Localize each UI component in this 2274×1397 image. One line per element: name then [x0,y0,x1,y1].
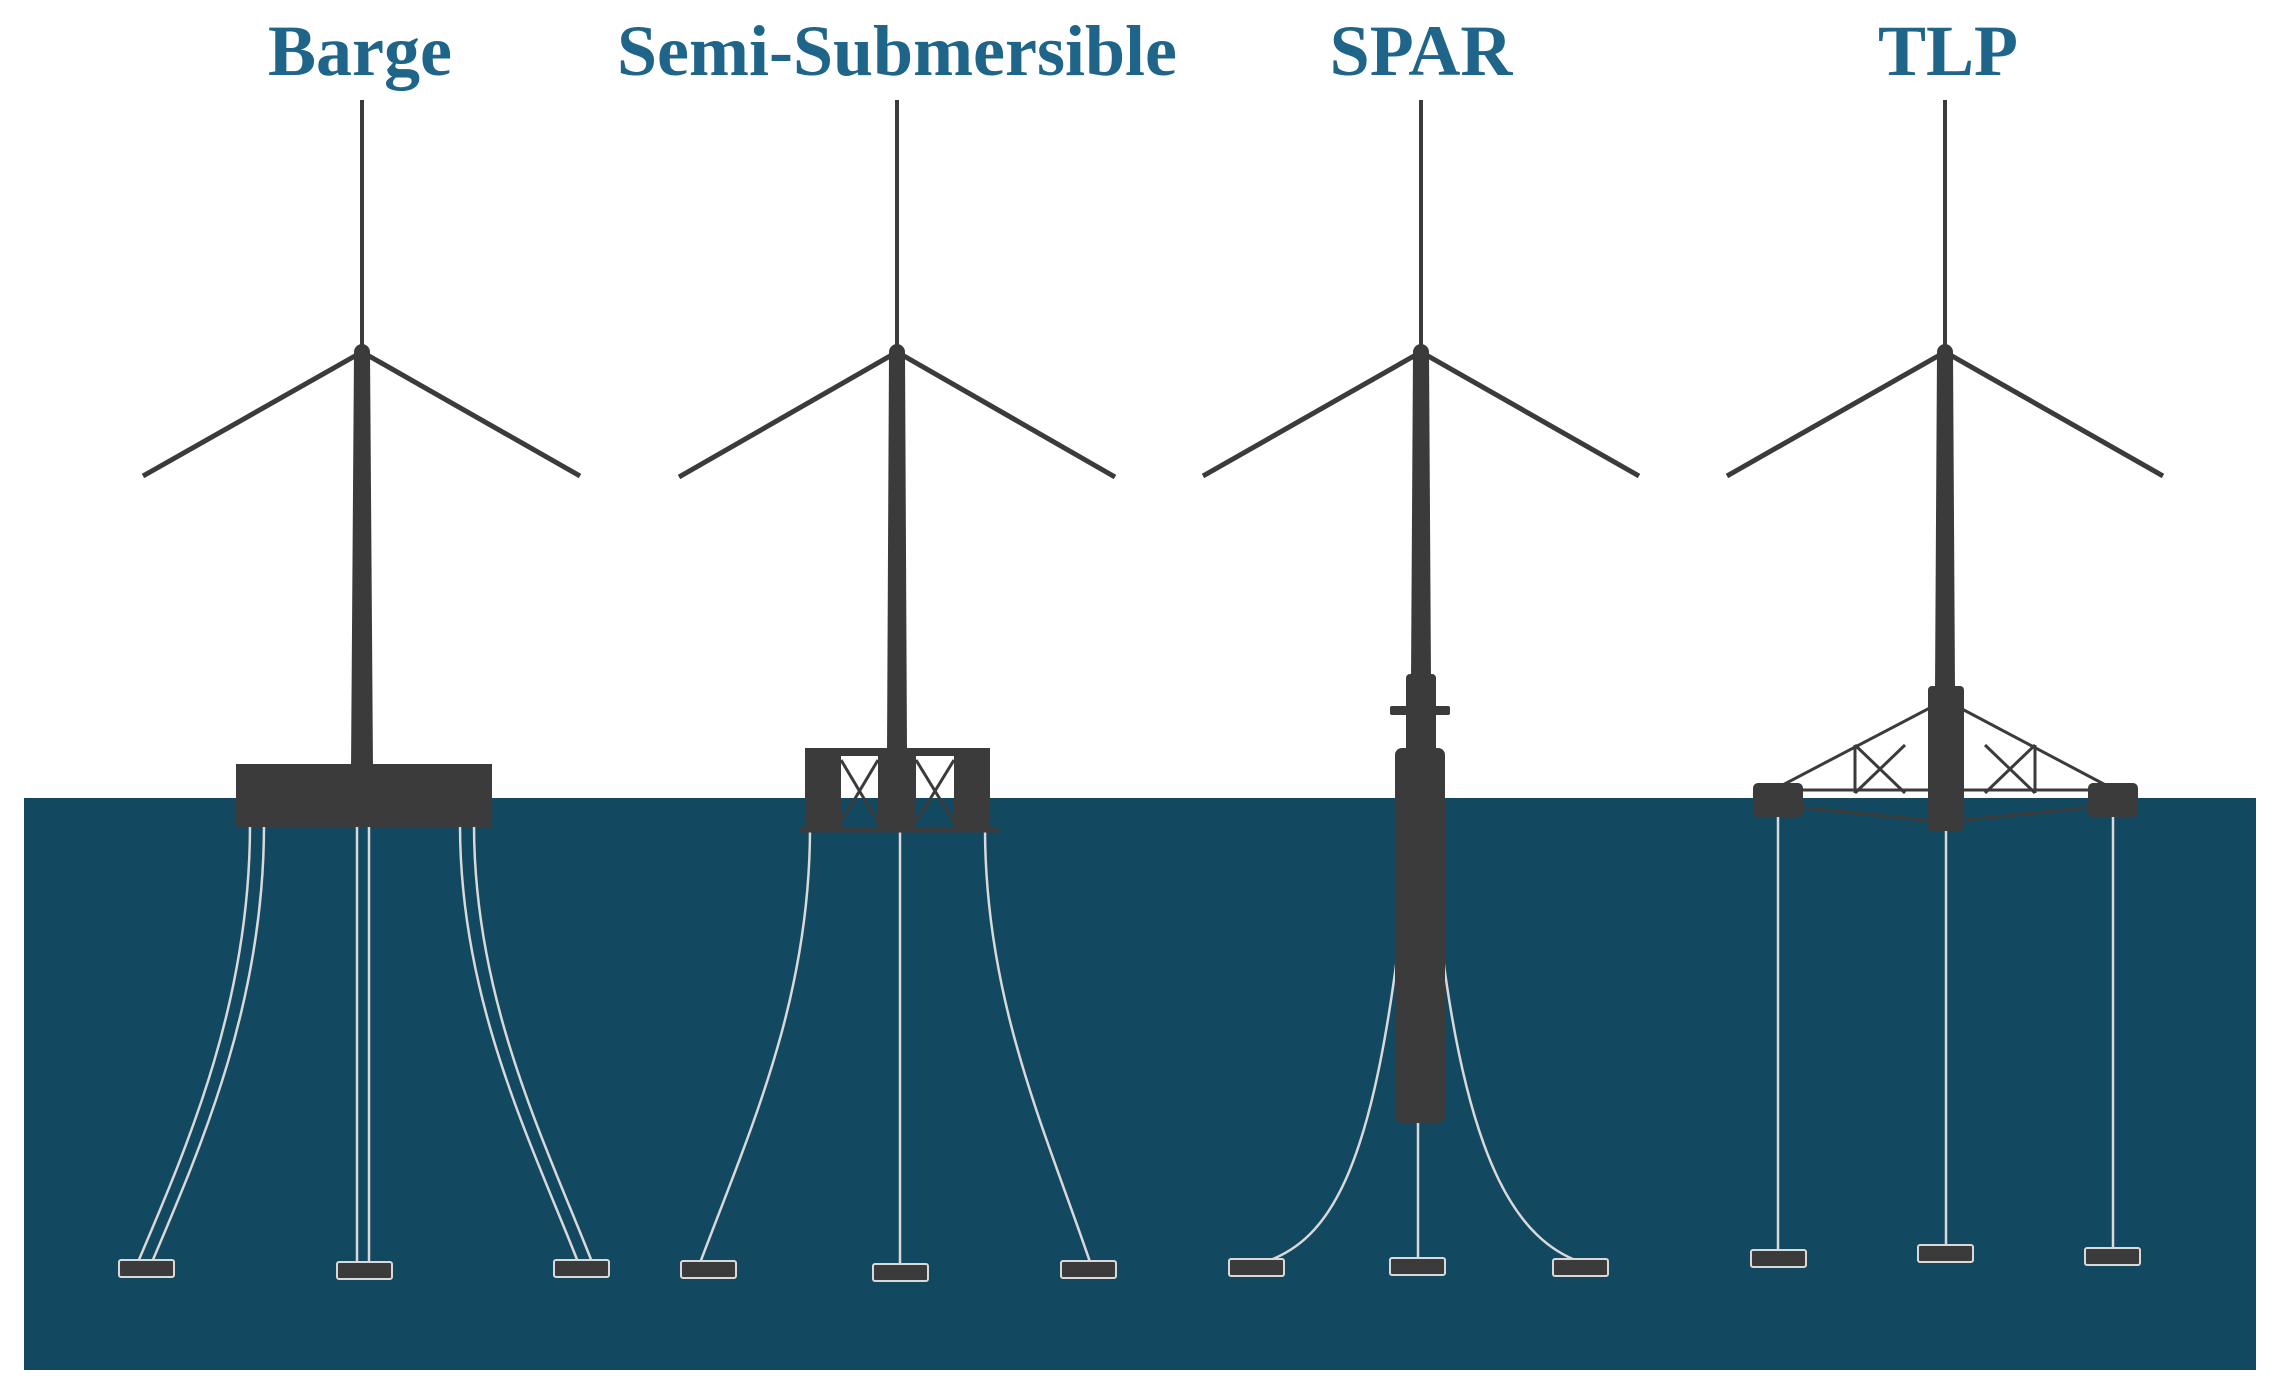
spar-moorings [1264,949,1581,1264]
barge-title: Barge [268,11,452,91]
spar-anchors [1228,1257,1609,1277]
semi-submersible-anchor [872,1263,929,1282]
semi-submersible-column-right [954,748,990,830]
tlp-tendons [1776,815,2115,1256]
tlp-pontoon-right [2088,783,2138,817]
semi-submersible-bracing [839,759,956,823]
semi-submersible-column-left [805,748,841,830]
semi-submersible-top-beam [805,748,990,756]
semi-submersible-column-center [878,748,916,830]
semi-submersible-turbine [677,100,1117,752]
barge-turbine [141,100,582,770]
semi-submersible-moorings [698,827,1092,1266]
semi-submersible-platform [800,748,1000,833]
spar-anchor [1228,1258,1285,1277]
barge-blade-right [360,349,582,479]
semi-submersible-anchors [680,1260,1117,1282]
barge-platform [236,764,492,827]
semi-submersible-hub [889,344,905,360]
tlp-tower [1935,352,1955,690]
spar-hub [1413,344,1429,360]
barge-anchor [336,1261,393,1280]
spar-turbine [1201,100,1641,680]
semi-submersible-blade-left [677,349,899,480]
spar-collar [1390,706,1450,715]
spar-buoy [1390,674,1450,1123]
semi-submersible-blade-right [895,349,1117,480]
tlp-blade-right [1943,349,2165,479]
spar-blade-right [1419,349,1641,479]
tlp-anchor [1917,1244,1974,1263]
semi-submersible-tower [887,352,907,752]
barge-moorings [136,824,594,1263]
barge-blade-left [141,349,364,479]
spar-anchor [1389,1257,1446,1276]
barge-hub [354,344,370,360]
barge-anchors [118,1259,610,1280]
tlp-platform [1753,686,2138,831]
spar-tower [1411,352,1431,680]
tlp-anchors [1750,1244,2141,1268]
tlp-pontoon-left [1753,783,1803,817]
semi-submersible-title: Semi-Submersible [617,11,1177,91]
spar-title: SPAR [1330,11,1514,91]
spar-hull [1395,748,1445,1123]
spar-anchor [1552,1258,1609,1277]
sea [24,798,2256,1370]
tlp-anchor [1750,1249,1807,1268]
spar-blade-left [1201,349,1423,479]
barge-anchor [553,1259,610,1278]
tlp-title: TLP [1878,11,2018,91]
barge-tower [351,352,373,770]
tlp-central-column [1928,686,1964,831]
tlp-anchor [2084,1247,2141,1266]
tlp-turbine [1725,100,2165,690]
semi-submersible-anchor [680,1260,737,1279]
semi-submersible-anchor [1060,1260,1117,1279]
tlp-hub [1937,344,1953,360]
tlp-blade-left [1725,349,1947,479]
tlp-truss [1772,698,2116,824]
barge-anchor [118,1259,175,1278]
